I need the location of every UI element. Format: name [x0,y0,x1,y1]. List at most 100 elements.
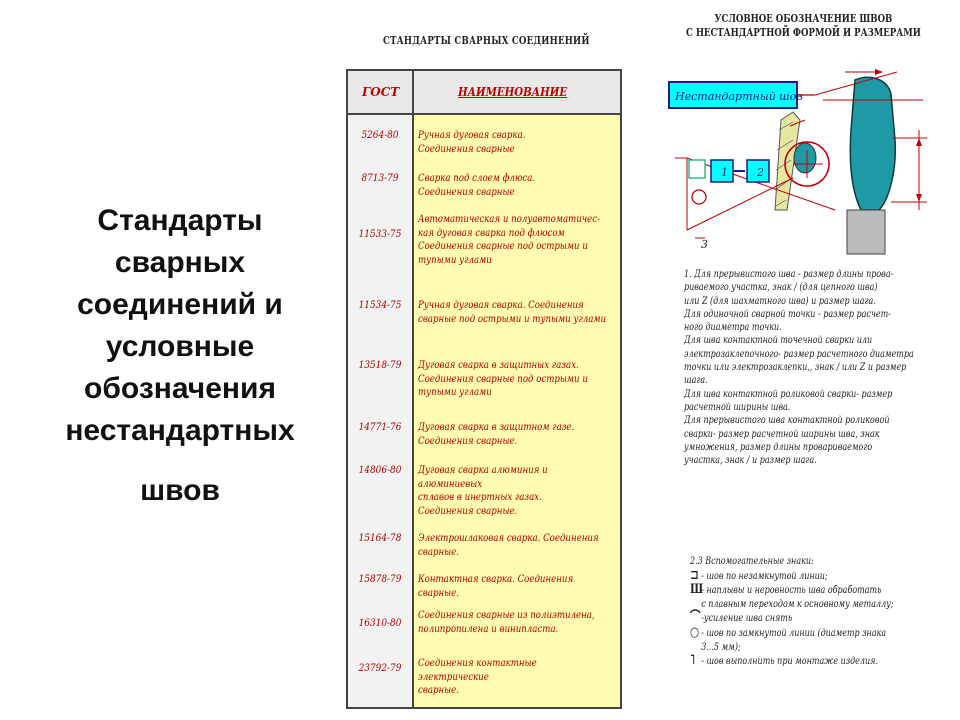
sign-open-line-icon: ⊐ [690,567,699,583]
standard-name-line: Электрошлаковая сварка. Соединения [418,532,599,544]
title-line: нестандартных [65,414,295,447]
standard-name-line: сварные под острыми и тупыми углами [418,312,607,325]
sign-assembly-icon: ˥ [690,653,696,669]
standard-name-line: Контактная сварка. Соединения сварные. [418,573,574,599]
title-line: соединений и [77,288,283,321]
standards-table-heading: СТАНДАРТЫ СВАРНЫХ СОЕДИНЕНИЙ [383,34,590,47]
pipe-part [849,76,897,211]
note-line: риваемого участка, знак / (для цепного ш… [684,282,878,294]
standard-name-line: Соединения сварные под острыми и [418,240,588,252]
standard-name-line: сплавов в инертных газах. [418,491,542,503]
gost-header: ГОСТ [362,85,400,99]
nonstandard-weld-label: Нестандартный шов [674,90,803,103]
standard-name-line: Ручная дуговая сварка. [418,129,526,141]
gost-code: 14771-76 [358,421,402,433]
number-3-label: 3 [701,238,708,251]
note-line: Для шва контактной роликовой сварки- раз… [684,388,893,400]
signs-title: 2.3 Вспомогательные знаки: [690,556,814,567]
sign-text: с плавным переходом к основному металлу; [701,598,894,610]
standard-name-line: Соединения сварные. [418,504,518,517]
gost-code: 15878-79 [358,573,402,585]
standard-name: Соединения сварные из полиэтилена,полипр… [418,609,607,636]
standard-name-line: Соединения сварные [418,185,515,198]
standard-name-line: полипропилена и винипласта. [418,622,559,635]
box-1-label: 1 [721,166,728,179]
sign-row: 3...5 мм); [690,641,930,655]
gost-header-cell: ГОСТ [348,71,412,113]
note-line: электрозаклепочного- размер расчетного д… [684,348,914,360]
note-line: Для прерывистого шва контактной роликово… [684,415,890,427]
name-header-cell: НАИМЕНОВАНИЕ [414,71,620,113]
weld-bead [793,142,817,174]
gost-code: 23792-79 [358,662,402,674]
standard-name-line: тупыми углами [418,386,492,398]
title-line: обозначения [84,372,276,405]
nonstandard-weld-label-box [668,81,798,109]
name-header: НАИМЕНОВАНИЕ [458,85,568,99]
sign-text: - наплывы и неровность шва обработать [701,585,882,597]
standard-name-line: сварные. [418,545,459,558]
standard-name-line: сварные. [418,684,459,696]
gost-column [348,71,414,707]
standard-name: Сварка под слоем флюса.Соединения сварны… [418,172,607,199]
standard-name-line: кая дуговая сварка под флюсом [418,226,565,239]
auxiliary-signs-block: 2.3 Вспомогательные знаки: ⊐- шов по нез… [690,555,930,669]
gost-code: 14806-80 [358,464,402,476]
gost-code: 13518-79 [358,359,402,371]
title-line: сварных [114,246,246,279]
gost-code: 5264-80 [361,129,399,141]
sign-row: ○- шов по замкнутой линии (диаметр знака [690,626,930,641]
standard-name-line: Соединения сварные [418,142,515,155]
sign-text: - шов по незамкнутой линии; [701,570,828,582]
sign-smooth-icon: Ш [690,582,704,598]
sign-remove-reinforcement-icon: ⌒ [690,610,701,626]
sign-text: - шов по замкнутой линии (диаметр знака [701,627,887,639]
notes-block: 1. Для прерывистого шва - размер длины п… [684,268,924,467]
standard-name-line: тупыми углами [418,253,492,266]
diagram-heading: УСЛОВНОЕ ОБОЗНАЧЕНИЕ ШВОВ С НЕСТАНДАРТНО… [686,12,921,40]
standard-name: Ручная дуговая сварка.Соединения сварные [418,129,607,156]
sign-row: ⊐- шов по незамкнутой линии; [690,567,930,584]
sign-closed-line-icon: ○ [690,624,700,640]
note-line: шага. [684,375,708,387]
table-header-row: ГОСТ НАИМЕНОВАНИЕ [348,71,620,115]
title-line: условные [105,330,255,363]
note-line: Для одиночной сварной точки - размер рас… [684,308,891,320]
note-line: 1. Для прерывистого шва - размер длины п… [684,269,894,280]
gost-code: 8713-79 [361,172,399,184]
standard-name: Дуговая сварка в защитных газах.Соединен… [418,359,607,400]
note-line: участка, знак / и размер шага. [684,455,817,467]
gost-code: 11534-75 [358,299,402,311]
standard-name-line: Дуговая сварка в защитном газе. [418,421,575,433]
standard-name-line: Соединения сварные. [418,434,518,447]
note-line: сварки- размер расчетной ширины шва, зна… [684,428,880,440]
standard-name: Дуговая сварка в защитном газе.Соединени… [418,421,607,448]
sign-text: 3...5 мм); [701,641,741,653]
note-line: умножения, размер длины провариваемого [684,441,873,453]
note-line: расчетной ширины шва. [684,401,791,413]
sign-row: ˥ - шов выполнить при монтаже изделия. [690,654,930,669]
sign-row: ⌒-усиление шва снять [690,611,930,626]
standard-name-line: Соединения контактные электрические [418,657,537,683]
diagram-heading-line: УСЛОВНОЕ ОБОЗНАЧЕНИЕ ШВОВ [714,12,893,25]
standard-name: Контактная сварка. Соединения сварные. [418,573,607,600]
title-line: швов [140,474,220,507]
sign-row: с плавным переходом к основному металлу; [690,598,930,612]
standard-name-line: Дуговая сварка в защитных газах. [418,359,579,371]
note-line: или Z (для шахматного шва) и размер шага… [684,295,876,307]
note-line: точки или электрозаклепки,, знак / или Z… [684,362,907,374]
standard-name-line: Сварка под слоем флюса. [418,172,536,184]
note-line: ного диаметра точки. [684,322,782,334]
standard-name-line: Дуговая сварка алюминия и алюминиевых [418,464,548,490]
sign-text: - шов выполнить при монтаже изделия. [701,656,879,668]
sign-text: -усиление шва снять [701,613,793,625]
box-2 [746,159,770,183]
weld-diagram: Нестандартный шов 1 2 3 [668,69,927,255]
gost-code: 16310-80 [358,617,402,629]
standard-name-line: Соединения сварные под острыми и [418,372,588,385]
